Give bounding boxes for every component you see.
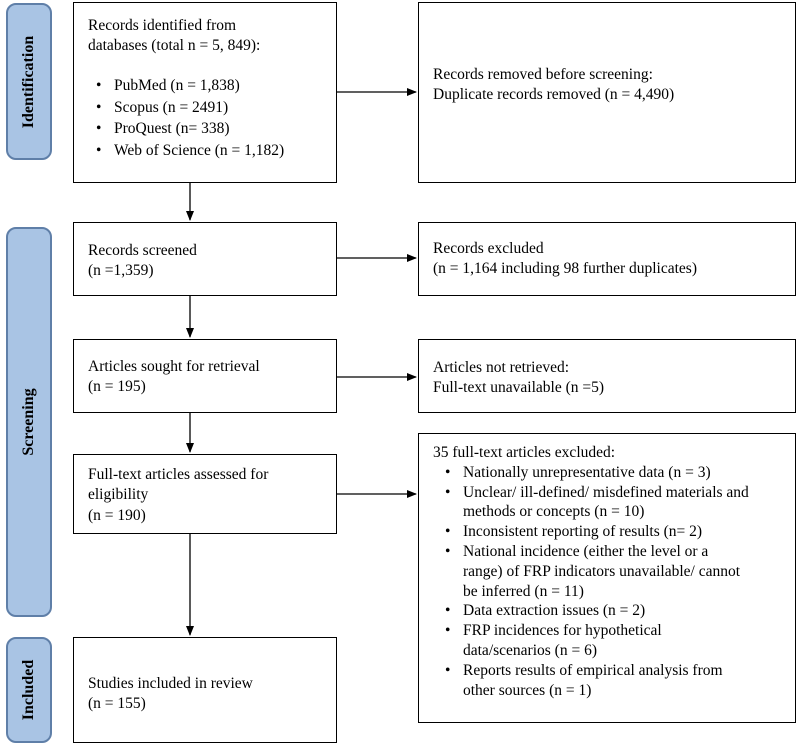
assessed-line1: Full-text articles assessed for [88, 466, 269, 483]
assessed-line3: (n = 190) [88, 507, 146, 524]
not-retrieved-line2: Full-text unavailable (n =5) [433, 378, 605, 396]
exclusion-reason: National incidence (either the level or … [437, 542, 791, 601]
studies-included-box: Studies included in review (n = 155) [73, 637, 337, 743]
excluded-line2: (n = 1,164 including 98 further duplicat… [433, 259, 697, 277]
fulltext-assessed-box: Full-text articles assessed for eligibil… [73, 454, 337, 534]
exclusion-reason: Data extraction issues (n = 2) [437, 601, 791, 621]
exclusion-reason-list: Nationally unrepresentative data (n = 3)… [437, 463, 791, 701]
exclusion-reason: FRP incidences for hypotheticaldata/scen… [437, 621, 791, 661]
source-item: ProQuest (n= 338) [88, 118, 336, 140]
identified-line1: Records identified from [88, 17, 237, 34]
source-item: Scopus (n = 2491) [88, 97, 336, 119]
sought-line2: (n = 195) [88, 377, 146, 395]
stage-identification: Identification [6, 3, 52, 160]
screened-line1: Records screened [88, 242, 197, 259]
identified-line2: databases (total n = 5, 849): [88, 36, 261, 54]
included-line2: (n = 155) [88, 694, 146, 712]
records-screened-box: Records screened (n =1,359) [73, 222, 337, 296]
not-retrieved-line1: Articles not retrieved: [433, 359, 570, 376]
stage-screening: Screening [6, 227, 52, 617]
articles-sought-box: Articles sought for retrieval (n = 195) [73, 339, 337, 413]
included-line1: Studies included in review [88, 675, 253, 692]
exclusion-reason: Reports results of empirical analysis fr… [437, 661, 791, 701]
exclusion-reason: Inconsistent reporting of results (n= 2) [437, 522, 791, 542]
exclusion-reason: Unclear/ ill-defined/ misdefined materia… [437, 483, 791, 523]
removed-line2: Duplicate records removed (n = 4,490) [433, 85, 675, 103]
sought-line1: Articles sought for retrieval [88, 358, 260, 375]
records-removed-box: Records removed before screening: Duplic… [418, 2, 796, 183]
records-identified-box: Records identified from databases (total… [73, 2, 337, 183]
screened-line2: (n =1,359) [88, 261, 154, 279]
fulltext-excluded-title: 35 full-text articles excluded: [433, 444, 616, 461]
records-excluded-box: Records excluded (n = 1,164 including 98… [418, 222, 796, 296]
stage-included: Included [6, 637, 52, 743]
source-list: PubMed (n = 1,838) Scopus (n = 2491) Pro… [88, 75, 336, 161]
source-item: Web of Science (n = 1,182) [88, 140, 336, 162]
excluded-line1: Records excluded [433, 240, 544, 257]
articles-not-retrieved-box: Articles not retrieved: Full-text unavai… [418, 339, 796, 413]
exclusion-reason: Nationally unrepresentative data (n = 3) [437, 463, 791, 483]
removed-line1: Records removed before screening: [433, 66, 653, 83]
assessed-line2: eligibility [88, 485, 149, 503]
source-item: PubMed (n = 1,838) [88, 75, 336, 97]
fulltext-excluded-box: 35 full-text articles excluded: National… [418, 433, 796, 723]
